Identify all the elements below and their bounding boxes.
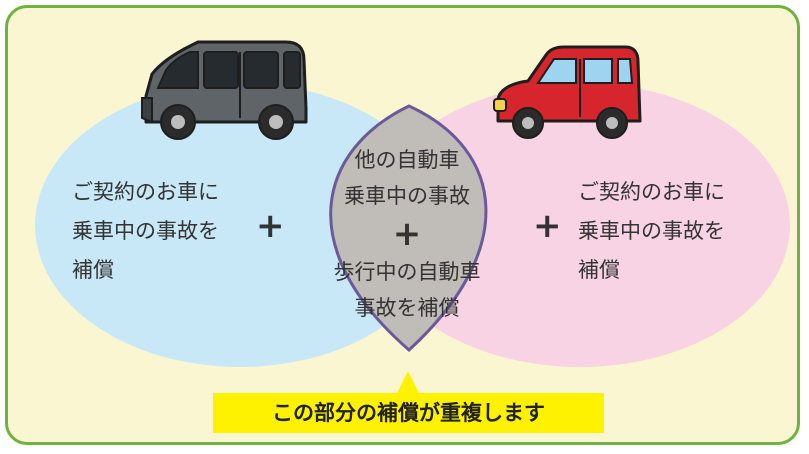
overlap-line-1: 他の自動車 bbox=[354, 148, 460, 172]
right-line-1: ご契約のお車に bbox=[578, 180, 725, 204]
left-ellipse bbox=[35, 83, 445, 367]
left-line-2: 乗車中の事故を bbox=[72, 219, 219, 243]
plus-sign-right: + bbox=[533, 206, 562, 246]
right-line-3: 補償 bbox=[578, 258, 620, 282]
red-car-icon bbox=[493, 45, 642, 139]
left-line-3: 補償 bbox=[72, 258, 114, 282]
van-icon bbox=[141, 40, 308, 140]
overlap-region bbox=[329, 104, 488, 353]
overlap-coverage-text: 他の自動車 乗車中の事故 + 歩行中の自動車 事故を補償 bbox=[311, 142, 503, 326]
plus-sign-center: + bbox=[392, 214, 422, 254]
plus-sign-left: + bbox=[256, 206, 285, 246]
overlap-line-2: 乗車中の事故 bbox=[344, 184, 470, 208]
right-coverage-text: ご契約のお車に 乗車中の事故を 補償 bbox=[578, 173, 725, 290]
overlap-line-3: 歩行中の自動車 bbox=[333, 260, 481, 284]
left-coverage-text: ご契約のお車に 乗車中の事故を 補償 bbox=[72, 173, 219, 290]
callout-pointer bbox=[397, 371, 419, 393]
overlap-line-4: 事故を補償 bbox=[354, 296, 460, 320]
right-ellipse bbox=[370, 83, 790, 367]
duplicate-coverage-callout: この部分の補償が重複します bbox=[213, 393, 604, 433]
right-line-2: 乗車中の事故を bbox=[578, 219, 725, 243]
left-line-1: ご契約のお車に bbox=[72, 180, 219, 204]
